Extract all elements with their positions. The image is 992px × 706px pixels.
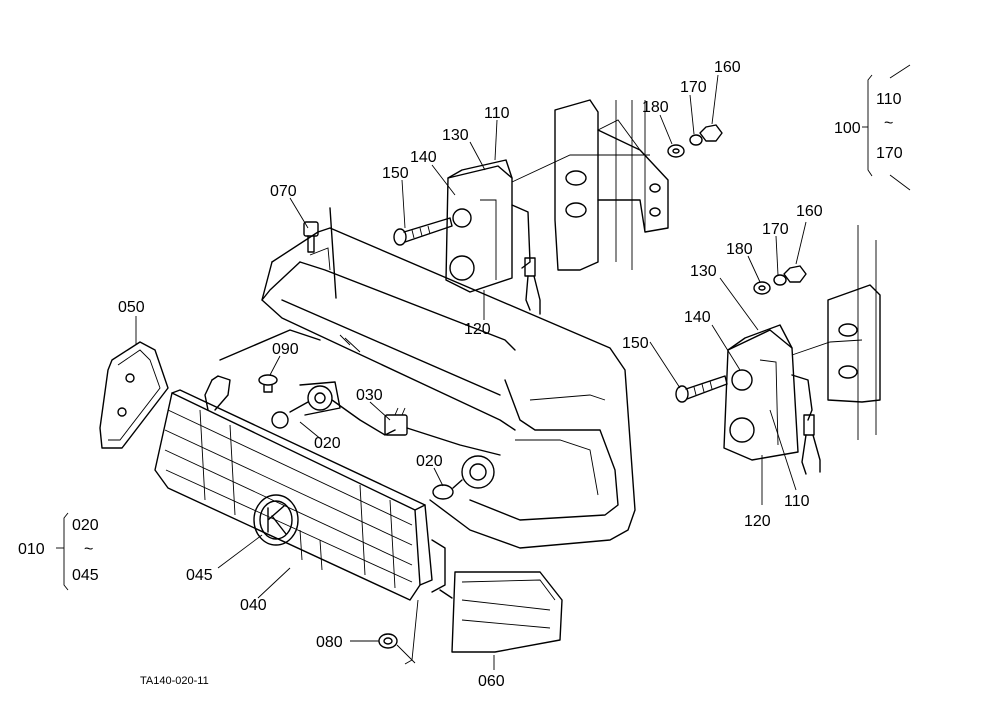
label-030: 030 xyxy=(356,387,383,404)
label-170-lower: 170 xyxy=(762,221,789,238)
leader-lines xyxy=(135,74,807,670)
washers-lower xyxy=(753,265,863,356)
work-lamp-lower xyxy=(723,324,821,475)
label-160-upper: 160 xyxy=(714,59,741,76)
figure-code: TA140-020-11 xyxy=(140,675,209,687)
group-bracket-010 xyxy=(56,512,69,591)
bolt-150-lower xyxy=(675,375,728,403)
screw-070 xyxy=(303,221,319,253)
bolt-150-upper xyxy=(393,217,453,246)
wire-harness-030 xyxy=(331,399,501,456)
group-100-code: 100 xyxy=(834,120,861,137)
label-060: 060 xyxy=(478,673,505,690)
label-090: 090 xyxy=(272,341,299,358)
front-bonnet-panel xyxy=(219,207,636,549)
label-110-upper: 110 xyxy=(484,105,510,122)
label-170-upper: 170 xyxy=(680,79,707,96)
washers-upper xyxy=(511,124,723,183)
corner-lens-060 xyxy=(431,539,563,653)
side-lens-050 xyxy=(99,341,169,449)
front-grille-040 xyxy=(154,389,433,601)
group-100-from: 110 xyxy=(876,91,902,108)
mount-plate-lower xyxy=(827,225,881,440)
label-110-lower: 110 xyxy=(784,493,810,510)
label-140-lower: 140 xyxy=(684,309,711,326)
label-050: 050 xyxy=(118,299,145,316)
group-bracket-100 xyxy=(862,64,911,191)
callout-labels: 070 050 090 030 020 020 045 040 080 060 … xyxy=(118,59,823,690)
label-130-lower: 130 xyxy=(690,263,717,280)
group-010-code: 010 xyxy=(18,541,45,558)
work-lamp-upper xyxy=(445,159,541,315)
label-130-upper: 130 xyxy=(442,127,469,144)
group-010-tilde: ~ xyxy=(84,541,93,558)
nut-080 xyxy=(378,633,416,664)
label-070: 070 xyxy=(270,183,297,200)
label-120-lower: 120 xyxy=(744,513,771,530)
clip-090 xyxy=(258,374,278,393)
mount-plate-upper xyxy=(554,99,669,271)
label-180-lower: 180 xyxy=(726,241,753,258)
headlight-bulb-left xyxy=(271,381,341,429)
label-180-upper: 180 xyxy=(642,99,669,116)
label-140-upper: 140 xyxy=(410,149,437,166)
label-150-lower: 150 xyxy=(622,335,649,352)
label-080: 080 xyxy=(316,634,343,651)
group-100-tilde: ~ xyxy=(884,115,893,132)
label-150-upper: 150 xyxy=(382,165,409,182)
group-010-to: 045 xyxy=(72,567,99,584)
label-020-b: 020 xyxy=(416,453,443,470)
assembly-group-100: 100 110 ~ 170 xyxy=(834,91,903,162)
group-100-to: 170 xyxy=(876,145,903,162)
emblem-045 xyxy=(253,494,299,546)
headlight-bracket-left xyxy=(204,375,231,411)
label-120-upper: 120 xyxy=(464,321,491,338)
assembly-group-010: 010 020 ~ 045 xyxy=(18,517,99,584)
label-020-a: 020 xyxy=(314,435,341,452)
label-045: 045 xyxy=(186,567,213,584)
group-010-from: 020 xyxy=(72,517,99,534)
label-160-lower: 160 xyxy=(796,203,823,220)
label-040: 040 xyxy=(240,597,267,614)
